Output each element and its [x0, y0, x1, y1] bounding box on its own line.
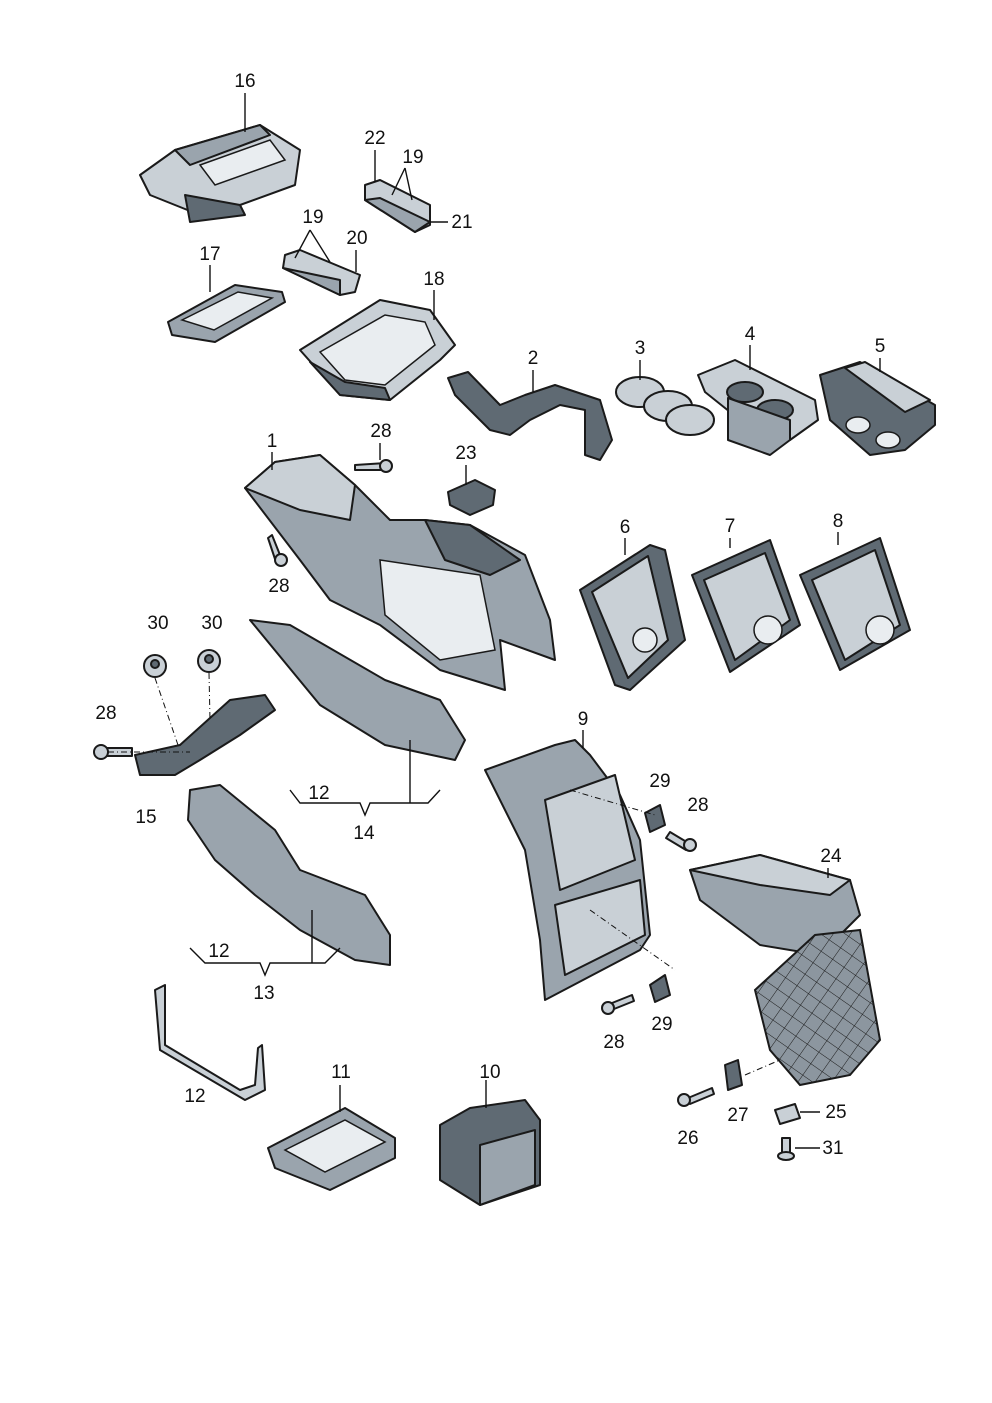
part-23-small-insert	[447, 479, 496, 516]
part-10-ashtray-box	[439, 1099, 541, 1206]
callout-7: 7	[725, 516, 736, 537]
callout-14: 14	[353, 823, 375, 844]
callout-12-middle: 12	[208, 941, 229, 962]
callout-30-b: 30	[201, 613, 222, 634]
callout-10: 10	[479, 1062, 500, 1083]
callout-24: 24	[820, 846, 842, 867]
callout-29-upper: 29	[649, 771, 670, 792]
callout-27: 27	[727, 1105, 748, 1126]
screw-26	[677, 1087, 715, 1107]
part-24-armrest	[689, 854, 882, 1087]
callout-15: 15	[135, 807, 156, 828]
nut-30-b	[197, 649, 221, 673]
screw-28-lower	[601, 994, 635, 1015]
part-12-wire-frame	[154, 984, 266, 1101]
callout-17: 17	[199, 244, 220, 265]
callout-28-top: 28	[370, 421, 391, 442]
callout-28-bracket: 28	[95, 703, 116, 724]
screw-28-top	[354, 459, 393, 473]
part-9-rear-trim	[484, 739, 651, 1001]
callout-16: 16	[234, 71, 255, 92]
callout-22: 22	[364, 128, 385, 149]
callout-30-a: 30	[147, 613, 168, 634]
callout-11: 11	[331, 1062, 351, 1083]
callout-18: 18	[423, 269, 444, 290]
part-8-trim-panel	[799, 537, 911, 671]
callout-3: 3	[635, 338, 646, 359]
callout-19-upper: 19	[402, 147, 423, 168]
part-14-side-trim	[249, 619, 466, 761]
part-17-rubber-mat	[167, 284, 286, 343]
callout-21: 21	[451, 212, 472, 233]
callout-labels: 16 22 19 21 19 20 17 18 2 3 4 5 28 1 23 …	[95, 71, 885, 1159]
screw-28-left	[267, 534, 288, 567]
callout-31: 31	[822, 1138, 843, 1159]
clip-27	[724, 1059, 743, 1091]
callout-12-upper: 12	[308, 783, 329, 804]
part-6-trim-panel	[579, 544, 686, 691]
screw-31	[777, 1137, 795, 1161]
callout-19-lower: 19	[302, 207, 323, 228]
part-18-trim-frame	[299, 299, 456, 401]
nut-30-a	[143, 654, 167, 678]
callout-12-lower: 12	[184, 1086, 205, 1107]
callout-25: 25	[825, 1102, 846, 1123]
callout-26: 26	[677, 1128, 698, 1149]
part-7-trim-panel	[691, 539, 801, 673]
callout-5: 5	[875, 336, 886, 357]
nut-25	[774, 1103, 801, 1125]
callout-4: 4	[745, 324, 756, 345]
leader-lines	[189, 93, 881, 1149]
callout-9: 9	[578, 709, 589, 730]
part-3-cupholder-mat	[615, 376, 715, 436]
callout-6: 6	[620, 517, 631, 538]
callout-28-lower: 28	[603, 1032, 624, 1053]
callout-2: 2	[528, 348, 539, 369]
clip-29-upper	[644, 804, 666, 833]
callout-13: 13	[253, 983, 274, 1004]
part-16-storage-tray	[139, 124, 301, 223]
callout-23: 23	[455, 443, 476, 464]
callout-28-left: 28	[268, 576, 289, 597]
part-13-side-trim	[187, 784, 391, 966]
part-15-mounting-bracket	[134, 694, 276, 776]
screw-28-right	[665, 831, 697, 852]
part-2-support-bracket	[447, 371, 613, 461]
part-5-cupholder-with-lid	[819, 361, 936, 456]
clip-29-lower	[649, 974, 671, 1003]
part-4-cupholder	[697, 359, 819, 456]
part-22-cover-strip	[364, 179, 431, 233]
callout-1: 1	[267, 431, 278, 452]
callout-28-right: 28	[687, 795, 708, 816]
dashed-assembly-lines	[108, 672, 781, 1076]
callout-20: 20	[346, 228, 367, 249]
part-20-strip	[282, 249, 361, 296]
callout-29-lower: 29	[651, 1014, 672, 1035]
part-11-storage-box	[267, 1107, 396, 1191]
part-1-centre-console	[244, 454, 556, 691]
callout-8: 8	[833, 511, 844, 532]
